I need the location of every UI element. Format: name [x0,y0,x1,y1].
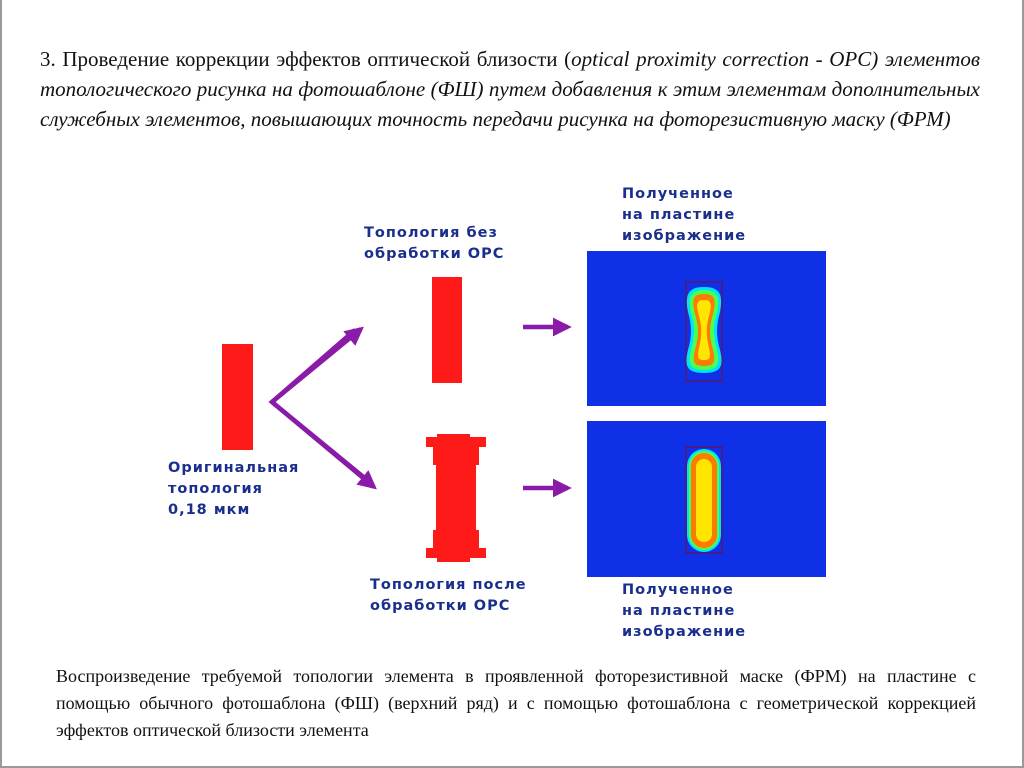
label-topology-no-opc: Топология без обработки OPC [364,225,505,262]
label-topology-with-opc: Топология после обработки OPC [370,577,527,614]
original-topology-bar [222,344,253,450]
wafer-result-bottom [587,421,826,577]
result-top-yellow-core [697,300,711,360]
heading-lead: 3. Проведение коррекции эффектов оптичес… [40,47,572,71]
label-result-bottom: Полученное на пластине изображение [622,582,747,640]
slide-heading: 3. Проведение коррекции эффектов оптичес… [40,44,980,134]
wafer-result-top [587,251,826,406]
figure-caption: Воспроизведение требуемой топологии элем… [56,666,976,740]
heading-body: optical proximity correction - OPC) элем… [40,47,980,131]
mask-with-opc [426,434,486,562]
label-original-topology: Оригинальная топология 0,18 мкм [168,460,300,518]
split-arrows [268,326,377,490]
mask-no-opc [432,277,462,383]
label-result-top: Полученное на пластине изображение [622,186,747,244]
result-bottom-yellow-core [696,459,712,542]
